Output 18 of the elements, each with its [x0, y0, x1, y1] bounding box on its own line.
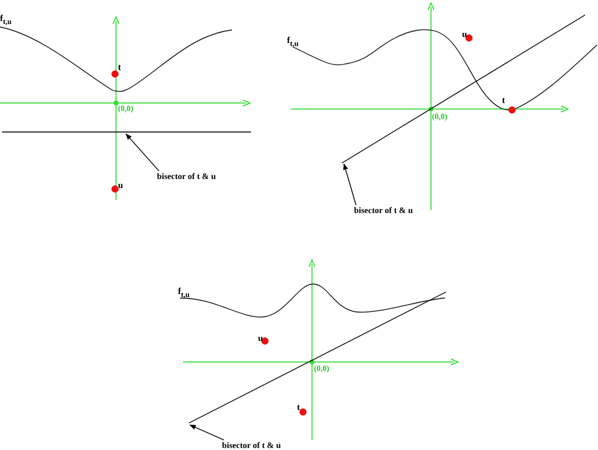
annotation-text: bisector of t & u: [222, 441, 281, 450]
function-label: f$_{t,u}$: [287, 36, 299, 48]
point-label: t: [297, 403, 300, 412]
annotation-text: bisector of t & u: [354, 206, 413, 214]
leader-line: [189, 424, 224, 440]
function-label: f$_{t,u}$: [178, 287, 190, 298]
point-label: u: [118, 181, 124, 190]
origin-label: (0,0): [432, 113, 448, 121]
origin-label: (0,0): [314, 365, 330, 373]
annotation-text: bisector of t & u: [157, 172, 216, 180]
function-label: f$_{t,u}$: [0, 14, 12, 26]
leader-line: [126, 134, 160, 172]
point-label: t: [502, 96, 505, 105]
origin-label: (0,0): [118, 105, 134, 113]
leader-line: [343, 163, 356, 206]
point-label: t: [118, 63, 121, 72]
point-label: u: [462, 30, 468, 39]
point-label: u: [258, 334, 264, 343]
